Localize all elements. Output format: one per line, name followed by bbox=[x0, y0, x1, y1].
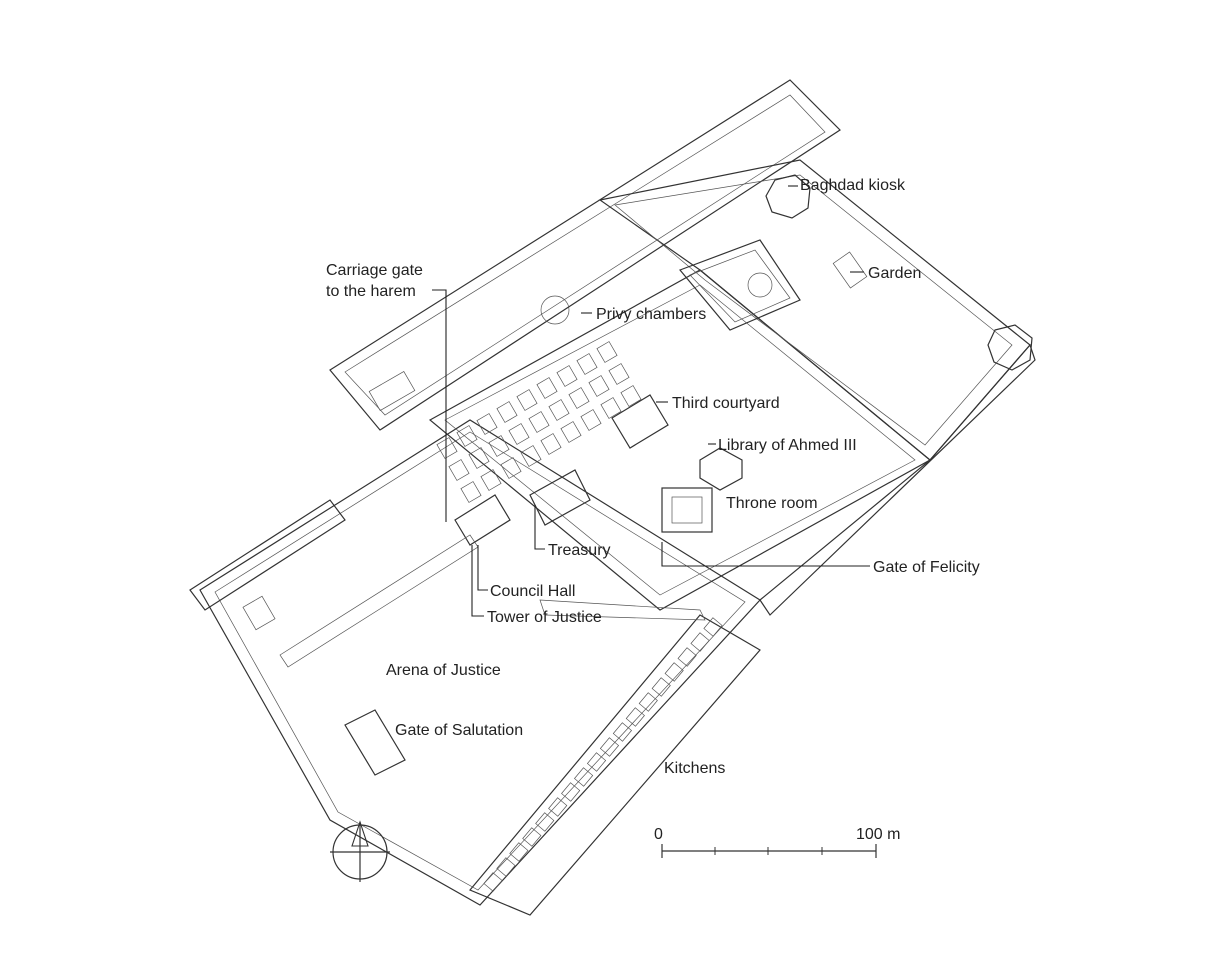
harem-room bbox=[476, 413, 498, 435]
kitchen-cell bbox=[651, 677, 671, 697]
harem-room bbox=[460, 481, 482, 503]
label-kitchens: Kitchens bbox=[664, 760, 725, 777]
harem-room bbox=[508, 423, 530, 445]
leader-gate-of-felicity bbox=[661, 542, 870, 567]
label-garden: Garden bbox=[868, 265, 921, 282]
map-labels: Baghdad kiosk Garden Carriage gate to th… bbox=[326, 177, 980, 777]
kitchen-cell bbox=[522, 827, 542, 847]
harem-room bbox=[456, 425, 478, 447]
kitchen-cell bbox=[664, 662, 684, 682]
label-treasury: Treasury bbox=[548, 542, 611, 559]
label-arena-of-justice: Arena of Justice bbox=[386, 662, 501, 679]
harem-room bbox=[488, 435, 510, 457]
harem-room bbox=[620, 385, 642, 407]
harem-room bbox=[548, 399, 570, 421]
label-gate-of-felicity: Gate of Felicity bbox=[873, 559, 980, 576]
kitchen-cell bbox=[561, 782, 581, 802]
harem-room bbox=[480, 469, 502, 491]
kitchen-cell bbox=[573, 767, 594, 787]
label-gate-of-salutation: Gate of Salutation bbox=[395, 722, 523, 739]
harem-room bbox=[540, 433, 562, 455]
scale-bar-start-label: 0 bbox=[654, 826, 663, 843]
label-tower-of-justice: Tower of Justice bbox=[487, 609, 602, 626]
kitchen-cell bbox=[599, 737, 620, 757]
kitchen-cell bbox=[612, 722, 633, 742]
harem-room bbox=[536, 377, 558, 399]
harem-room bbox=[500, 457, 522, 479]
harem-room bbox=[448, 459, 470, 481]
leader-council-hall bbox=[477, 545, 488, 591]
kitchen-cell bbox=[638, 692, 658, 712]
harem-room bbox=[528, 411, 550, 433]
harem-room bbox=[596, 341, 618, 363]
leader-treasury bbox=[534, 505, 545, 550]
harem-room bbox=[516, 389, 538, 411]
harem-rooms bbox=[436, 341, 642, 503]
kitchen-cell bbox=[586, 752, 607, 772]
label-baghdad-kiosk: Baghdad kiosk bbox=[800, 177, 906, 194]
harem-room bbox=[576, 353, 598, 375]
label-throne-room: Throne room bbox=[726, 495, 818, 512]
kitchen-cell bbox=[703, 617, 723, 637]
label-privy-chambers: Privy chambers bbox=[596, 306, 706, 323]
harem-room bbox=[588, 375, 610, 397]
label-council-hall: Council Hall bbox=[490, 583, 575, 600]
kitchen-cell bbox=[496, 857, 516, 877]
harem-room bbox=[600, 397, 622, 419]
kitchen-cell bbox=[690, 632, 710, 652]
kitchen-cell bbox=[677, 647, 697, 667]
kitchen-cell bbox=[483, 872, 503, 892]
label-carriage-gate-line1: Carriage gate bbox=[326, 262, 423, 279]
scale-bar: 0 100 m bbox=[654, 826, 900, 858]
kitchen-cell bbox=[509, 842, 529, 862]
compass-north-icon bbox=[330, 820, 390, 882]
kitchen-cell bbox=[548, 797, 568, 817]
leader-tower-of-justice bbox=[471, 545, 484, 617]
harem-room bbox=[520, 445, 542, 467]
kitchens-cells bbox=[483, 617, 723, 892]
kitchen-cell bbox=[535, 812, 555, 832]
kitchen-cell bbox=[625, 707, 645, 727]
scale-bar-end-label: 100 m bbox=[856, 826, 900, 843]
leader-lines bbox=[432, 185, 870, 617]
label-library: Library of Ahmed III bbox=[718, 437, 857, 454]
harem-room bbox=[560, 421, 582, 443]
harem-room bbox=[580, 409, 602, 431]
harem-room bbox=[608, 363, 630, 385]
leader-carriage-gate bbox=[432, 289, 447, 522]
harem-room bbox=[468, 447, 490, 469]
palace-outline bbox=[189, 79, 1036, 916]
harem-room bbox=[568, 387, 590, 409]
harem-room bbox=[496, 401, 518, 423]
label-third-courtyard: Third courtyard bbox=[672, 395, 780, 412]
label-carriage-gate-line2: to the harem bbox=[326, 283, 416, 300]
harem-room bbox=[436, 437, 458, 459]
harem-room bbox=[556, 365, 578, 387]
